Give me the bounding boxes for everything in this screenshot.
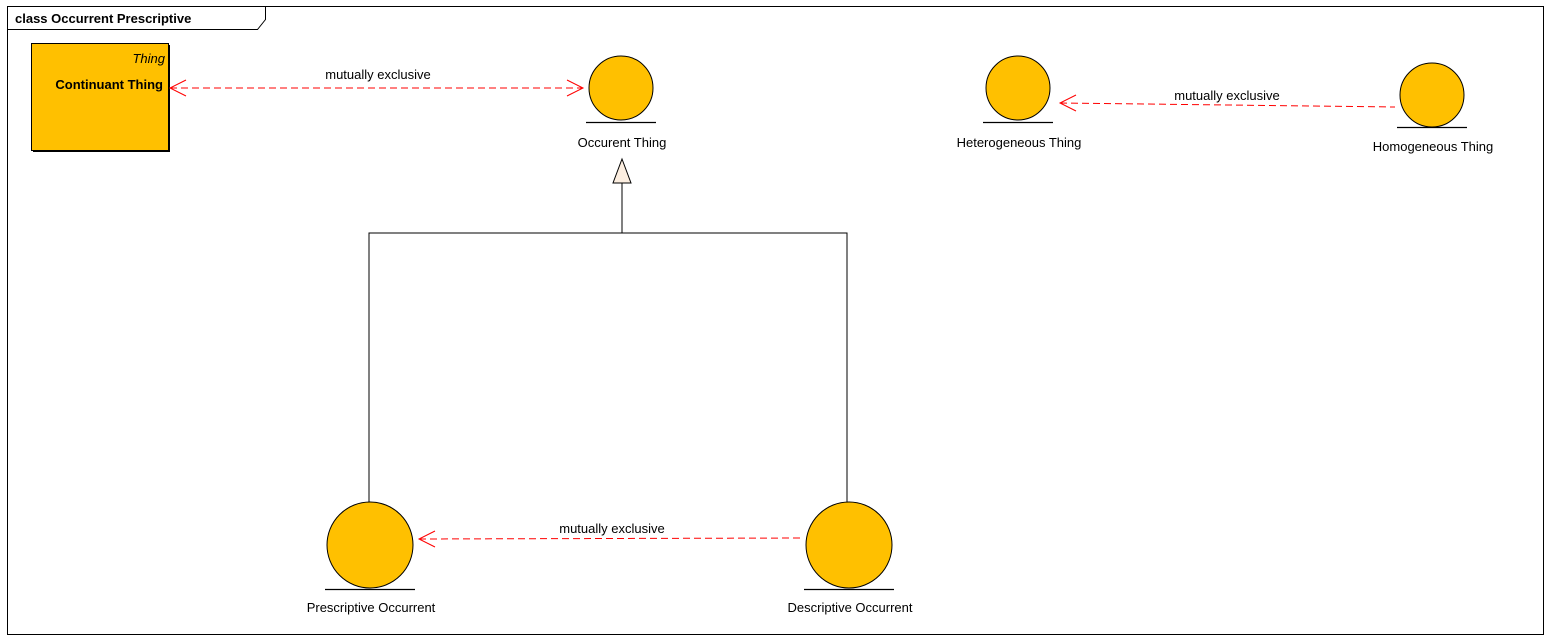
arrowhead-left <box>168 79 187 97</box>
generalization-branch <box>368 232 848 502</box>
entity-label: Homogeneous Thing <box>1373 139 1493 154</box>
entity-circle <box>326 501 414 589</box>
diagram-title: class Occurrent Prescriptive <box>15 11 191 26</box>
entity-prescriptive-occurrent[interactable]: Prescriptive Occurrent <box>307 501 436 615</box>
entity-label: Prescriptive Occurrent <box>307 600 436 615</box>
entity-homogeneous-thing[interactable]: Homogeneous Thing <box>1373 62 1493 154</box>
generalization-arrowhead <box>612 157 632 184</box>
diagram-frame: class Occurrent Prescriptive <box>7 6 1544 635</box>
class-name: Continuant Thing <box>55 77 163 92</box>
entity-label: Occurent Thing <box>578 135 667 150</box>
entity-circle <box>805 501 893 589</box>
frame-tab <box>7 6 266 30</box>
relation-descriptive-prescriptive[interactable]: mutually exclusive <box>417 521 803 548</box>
relation-label: mutually exclusive <box>559 521 665 536</box>
generalization-occurent[interactable] <box>368 157 848 502</box>
entity-circle <box>1399 62 1465 128</box>
relation-label: mutually exclusive <box>1174 88 1280 103</box>
arrowhead-left <box>417 530 436 548</box>
class-stereotype: Thing <box>132 51 165 66</box>
relation-continuant-occurent[interactable]: mutually exclusive <box>168 67 585 97</box>
arrowhead-right <box>566 79 585 97</box>
entity-label: Heterogeneous Thing <box>957 135 1082 150</box>
entity-label: Descriptive Occurrent <box>788 600 913 615</box>
entity-heterogeneous-thing[interactable]: Heterogeneous Thing <box>957 55 1082 150</box>
entity-circle <box>588 55 654 121</box>
entity-occurent-thing[interactable]: Occurent Thing <box>578 55 667 150</box>
class-continuant-thing[interactable]: Thing Continuant Thing <box>31 43 170 153</box>
arrowhead-left <box>1058 94 1077 112</box>
entity-circle <box>985 55 1051 121</box>
relation-homogeneous-heterogeneous[interactable]: mutually exclusive <box>1058 88 1396 112</box>
relation-label: mutually exclusive <box>325 67 431 82</box>
entity-descriptive-occurrent[interactable]: Descriptive Occurrent <box>788 501 913 615</box>
